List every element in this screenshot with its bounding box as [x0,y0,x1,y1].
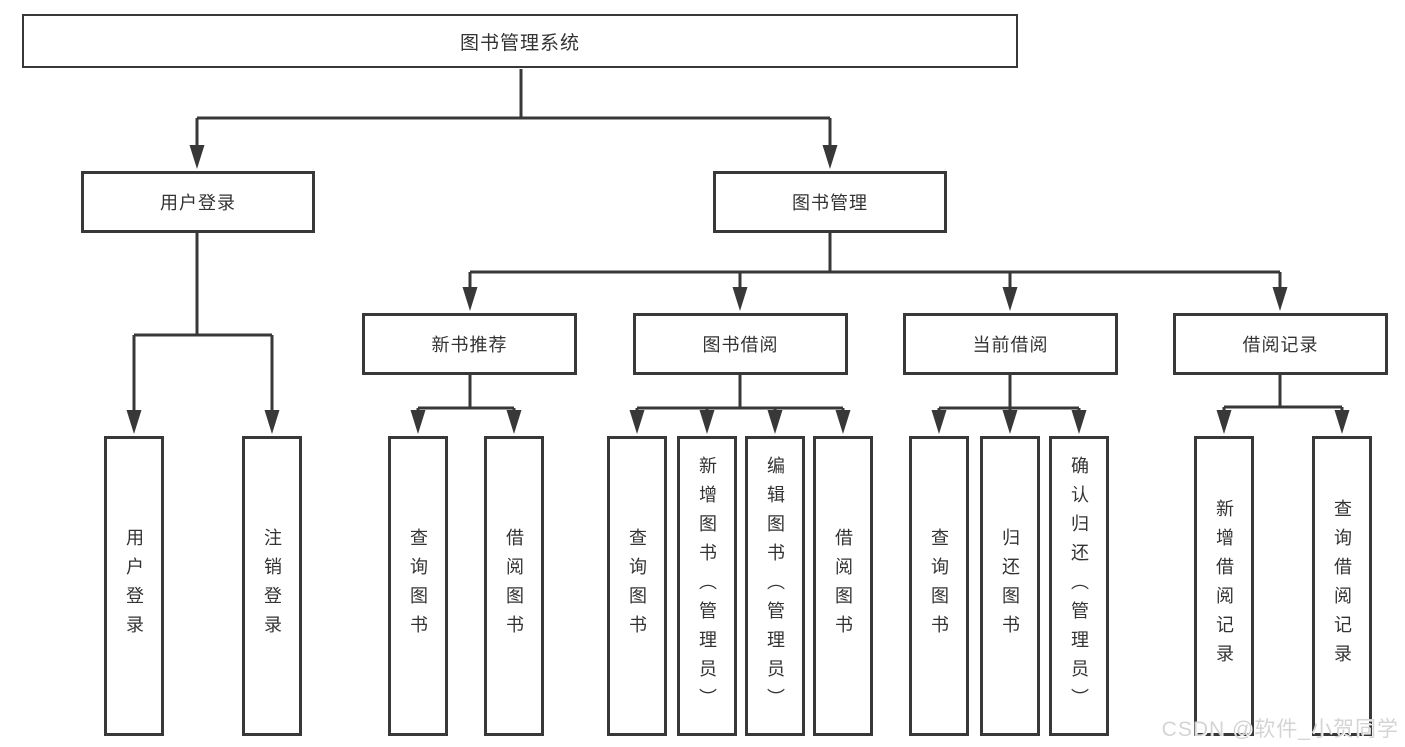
diagram-node-user-login: 用户登录 [81,171,315,233]
diagram-leaf-borrow-edit-books-admin: 编辑图书（管理员） [745,436,805,736]
leaf-label: 用户登录 [124,528,144,644]
diagram-leaf-current-query-books: 查询图书 [909,436,969,736]
leaf-label: 借阅图书 [504,528,524,644]
diagram-leaf-borrow-add-books-admin: 新增图书（管理员） [677,436,737,736]
node-label: 用户登录 [160,193,236,213]
leaf-label: 确认归还（管理员） [1069,455,1089,717]
diagram-node-root: 图书管理系统 [22,14,1018,68]
diagram-leaf-user-login: 用户登录 [104,436,164,736]
node-label: 借阅记录 [1242,335,1319,355]
diagram-leaf-records-query-record: 查询借阅记录 [1312,436,1372,736]
leaf-label: 查询图书 [627,528,647,644]
diagram-leaf-logout: 注销登录 [242,436,302,736]
diagram-node-current-borrowing: 当前借阅 [903,313,1118,375]
diagram-node-new-book-recommendation: 新书推荐 [362,313,577,375]
diagram-node-borrowing-records: 借阅记录 [1173,313,1388,375]
diagram-node-book-borrowing: 图书借阅 [633,313,848,375]
leaf-label: 借阅图书 [833,528,853,644]
diagram-leaf-current-confirm-return-admin: 确认归还（管理员） [1049,436,1109,736]
leaf-label: 编辑图书（管理员） [765,455,785,717]
leaf-label: 查询图书 [929,528,949,644]
leaf-label: 新增图书（管理员） [697,455,717,717]
node-label: 图书管理 [792,193,868,213]
node-label: 新书推荐 [431,335,508,355]
diagram-leaf-records-add-record: 新增借阅记录 [1194,436,1254,736]
leaf-label: 新增借阅记录 [1214,499,1234,673]
diagram-leaf-recommend-query-books: 查询图书 [388,436,448,736]
leaf-label: 查询图书 [408,528,428,644]
diagram-leaf-borrow-query-books: 查询图书 [607,436,667,736]
diagram-leaf-recommend-borrow-books: 借阅图书 [484,436,544,736]
diagram-leaf-borrow-borrow-books: 借阅图书 [813,436,873,736]
node-label: 图书管理系统 [459,32,580,54]
node-label: 图书借阅 [702,335,779,355]
diagram-leaf-current-return-books: 归还图书 [980,436,1040,736]
csdn-watermark: CSDN @软件_小贺同学 [1161,718,1399,741]
leaf-label: 查询借阅记录 [1332,499,1352,673]
leaf-label: 归还图书 [1000,528,1020,644]
diagram-node-book-management: 图书管理 [713,171,947,233]
node-label: 当前借阅 [972,335,1049,355]
leaf-label: 注销登录 [262,528,282,644]
